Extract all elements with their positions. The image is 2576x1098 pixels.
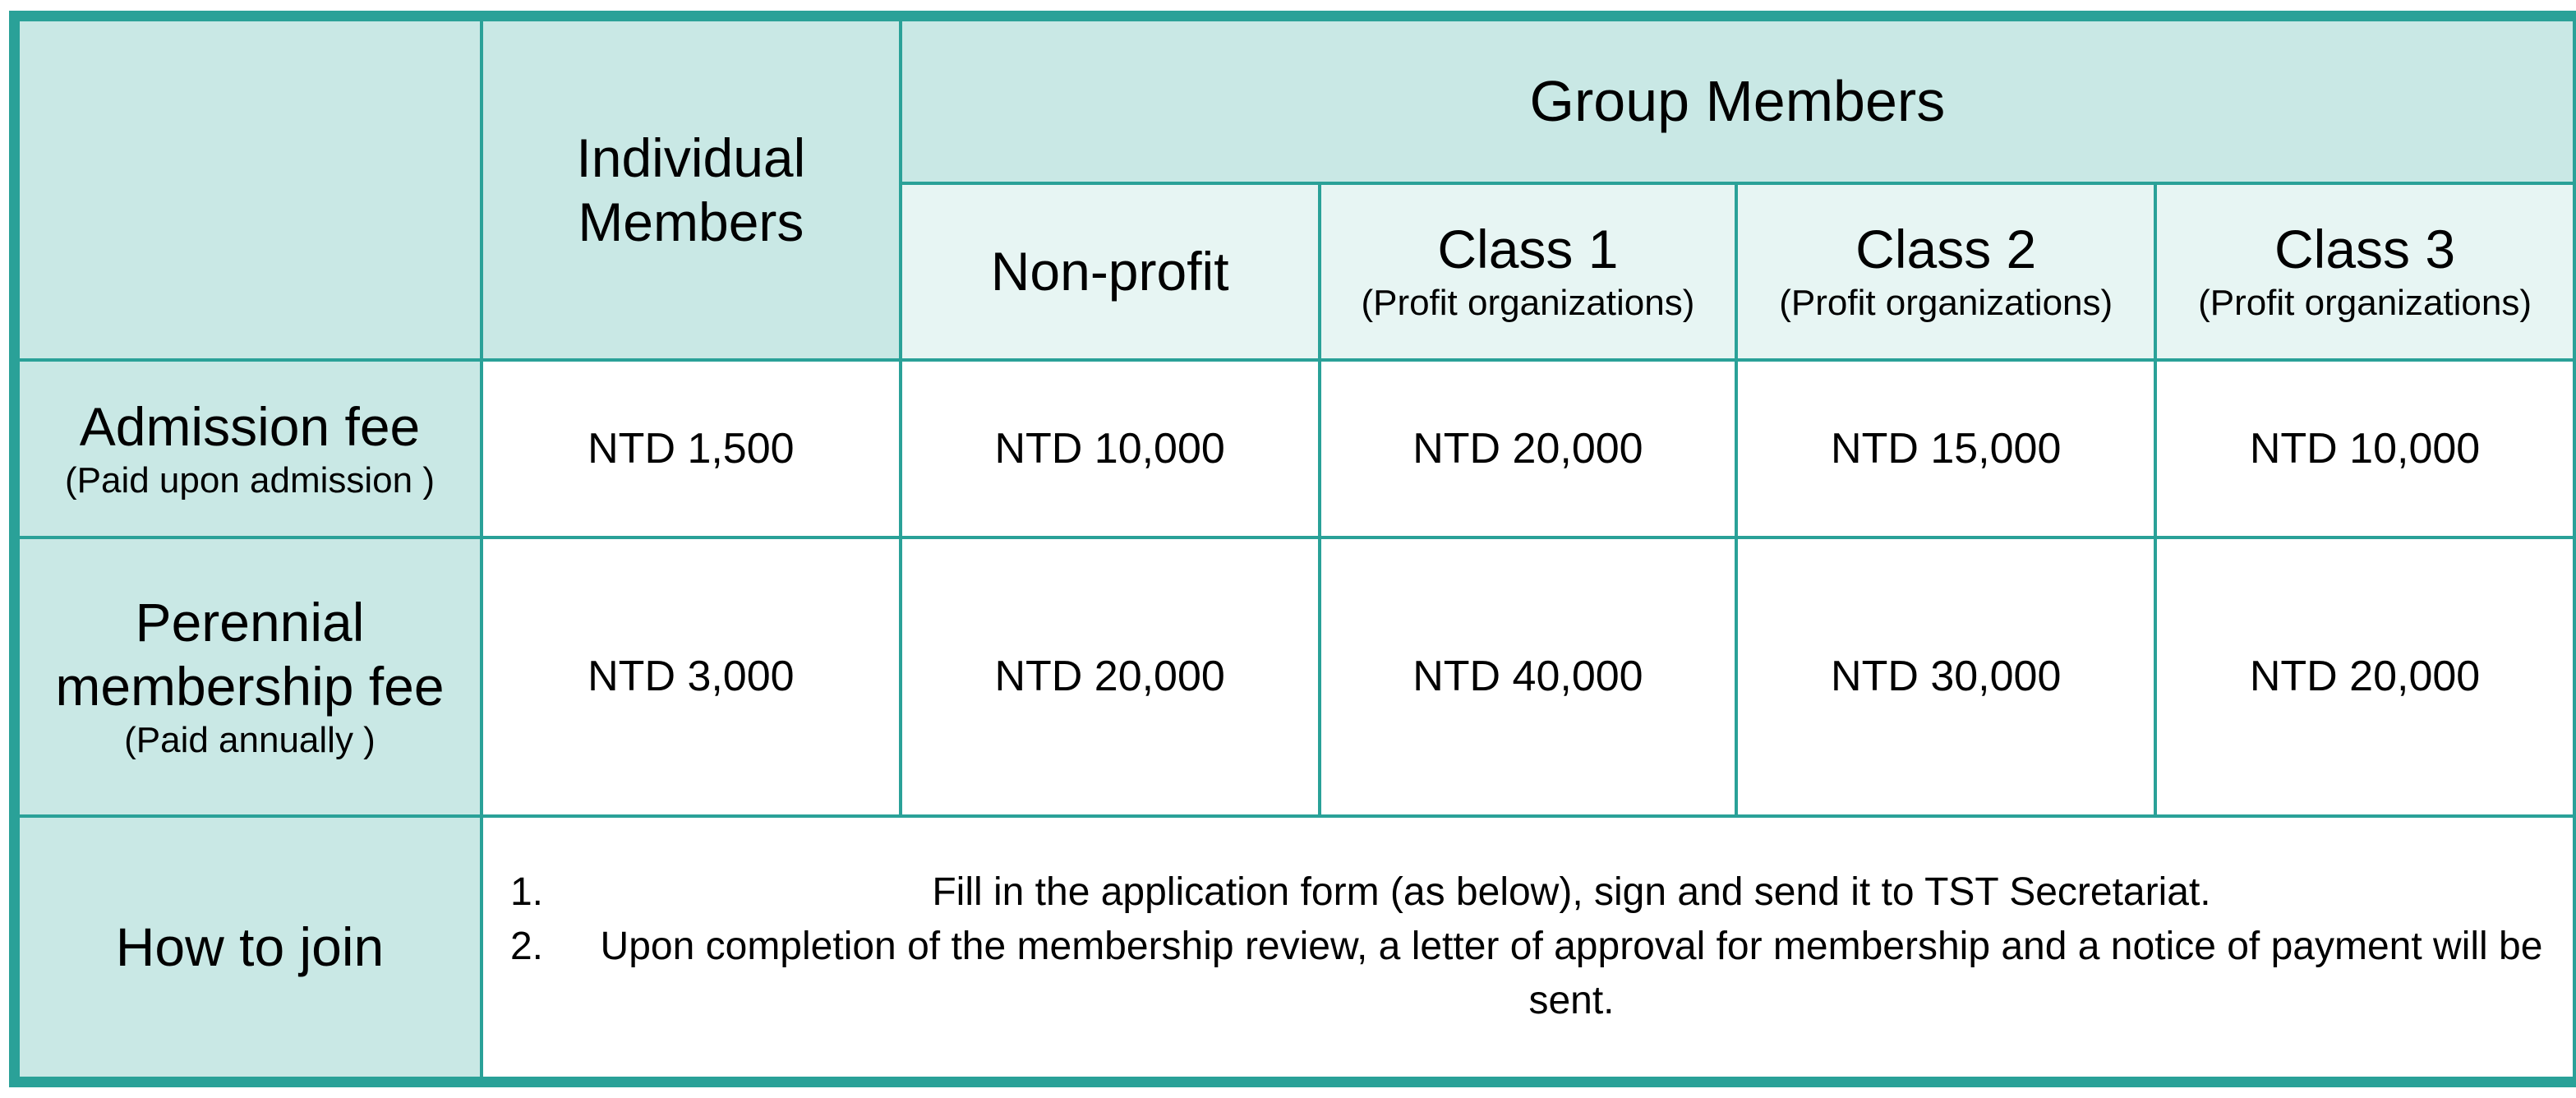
step-text: Fill in the application form (as below),… [932, 870, 2211, 915]
fee-cell: NTD 30,000 [1735, 535, 2158, 818]
fee-value: NTD 20,000 [1412, 424, 1643, 473]
how-to-join-steps: 1. Fill in the application form (as belo… [479, 814, 2573, 1077]
fee-cell: NTD 10,000 [898, 358, 1321, 539]
subheader-title: Class 1 [1437, 219, 1619, 280]
fee-cell: NTD 20,000 [898, 535, 1321, 818]
step-number: 2. [509, 925, 543, 969]
fee-cell: NTD 15,000 [1735, 358, 2158, 539]
subheader-title: Class 2 [1855, 219, 2037, 280]
fee-value: NTD 3,000 [588, 653, 795, 701]
fee-value: NTD 10,000 [994, 424, 1225, 473]
membership-fee-table: Individual Members Group Members Non-pro… [20, 21, 2573, 1077]
fee-value: NTD 10,000 [2249, 424, 2481, 473]
corner-cell [20, 21, 483, 362]
row-label-line2: membership fee [55, 656, 445, 717]
fee-value: NTD 30,000 [1831, 653, 2062, 701]
list-item: 1. Fill in the application form (as belo… [483, 865, 2573, 920]
fee-cell: NTD 40,000 [1317, 535, 1739, 818]
row-note: (Paid annually ) [124, 720, 376, 761]
row-header-admission-fee: Admission fee (Paid upon admission ) [20, 358, 483, 539]
row-label: Perennial [135, 592, 365, 653]
row-header-perennial-membership-fee: Perennial membership fee (Paid annually … [20, 535, 483, 818]
subheader-class-2: Class 2 (Profit organizations) [1735, 181, 2158, 362]
header-row: Individual Members Group Members [20, 21, 2573, 362]
list-item: 2. Upon completion of the membership rev… [483, 920, 2573, 1028]
fee-value: NTD 20,000 [2249, 653, 2481, 701]
fee-value: NTD 40,000 [1412, 653, 1643, 701]
subheader-title: Class 3 [2274, 219, 2456, 280]
subheader-note: (Profit organizations) [2198, 283, 2532, 324]
membership-fee-table-frame: Individual Members Group Members Non-pro… [9, 11, 2576, 1087]
group-members-header: Group Members [898, 21, 2573, 185]
table-row-perennial-membership-fee: Perennial membership fee (Paid annually … [20, 535, 2573, 818]
group-members-label: Group Members [1529, 69, 1946, 134]
row-label: How to join [115, 916, 385, 978]
fee-cell: NTD 10,000 [2154, 358, 2573, 539]
fee-cell: NTD 1,500 [479, 358, 902, 539]
fee-cell: NTD 3,000 [479, 535, 902, 818]
step-text: Upon completion of the membership review… [600, 925, 2543, 1023]
subheader-title: Non-profit [990, 241, 1229, 302]
row-header-how-to-join: How to join [20, 814, 483, 1077]
fee-cell: NTD 20,000 [2154, 535, 2573, 818]
table-row-admission-fee: Admission fee (Paid upon admission ) NTD… [20, 358, 2573, 539]
subheader-class-3: Class 3 (Profit organizations) [2154, 181, 2573, 362]
subheader-class-1: Class 1 (Profit organizations) [1317, 181, 1739, 362]
fee-cell: NTD 20,000 [1317, 358, 1739, 539]
row-label: Admission fee [79, 395, 421, 457]
fee-value: NTD 1,500 [588, 424, 795, 473]
table-row-how-to-join: How to join 1. Fill in the application f… [20, 814, 2573, 1077]
subheader-note: (Profit organizations) [1779, 283, 2113, 324]
step-number: 1. [509, 870, 543, 915]
subheader-note: (Profit organizations) [1361, 283, 1695, 324]
fee-value: NTD 20,000 [994, 653, 1225, 701]
fee-value: NTD 15,000 [1831, 424, 2062, 473]
subheader-non-profit: Non-profit [900, 181, 1321, 362]
row-note: (Paid upon admission ) [64, 459, 435, 501]
subheader-row: Non-profit Class 1 (Profit organizations… [20, 181, 2573, 362]
individual-members-header: Individual Members [479, 21, 902, 362]
individual-members-label: Individual Members [576, 127, 806, 253]
